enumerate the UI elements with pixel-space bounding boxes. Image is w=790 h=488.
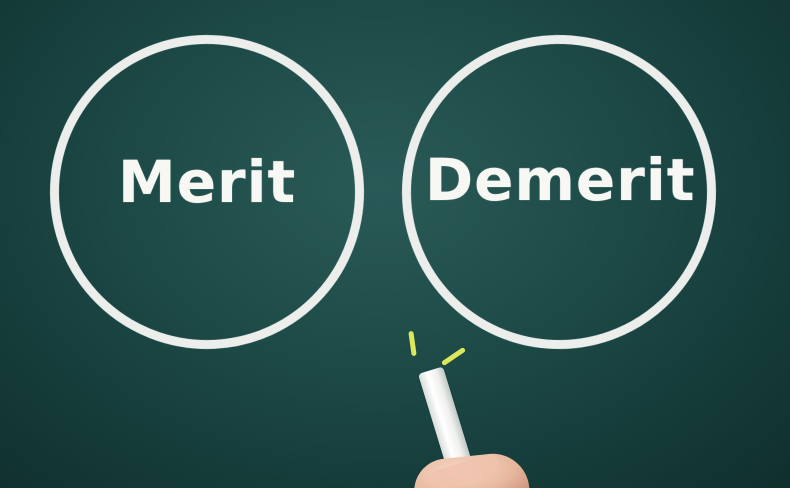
spark-icon <box>408 330 417 357</box>
spark-icon <box>440 346 467 367</box>
merit-label: Merit <box>118 148 297 216</box>
demerit-label: Demerit <box>425 146 696 214</box>
